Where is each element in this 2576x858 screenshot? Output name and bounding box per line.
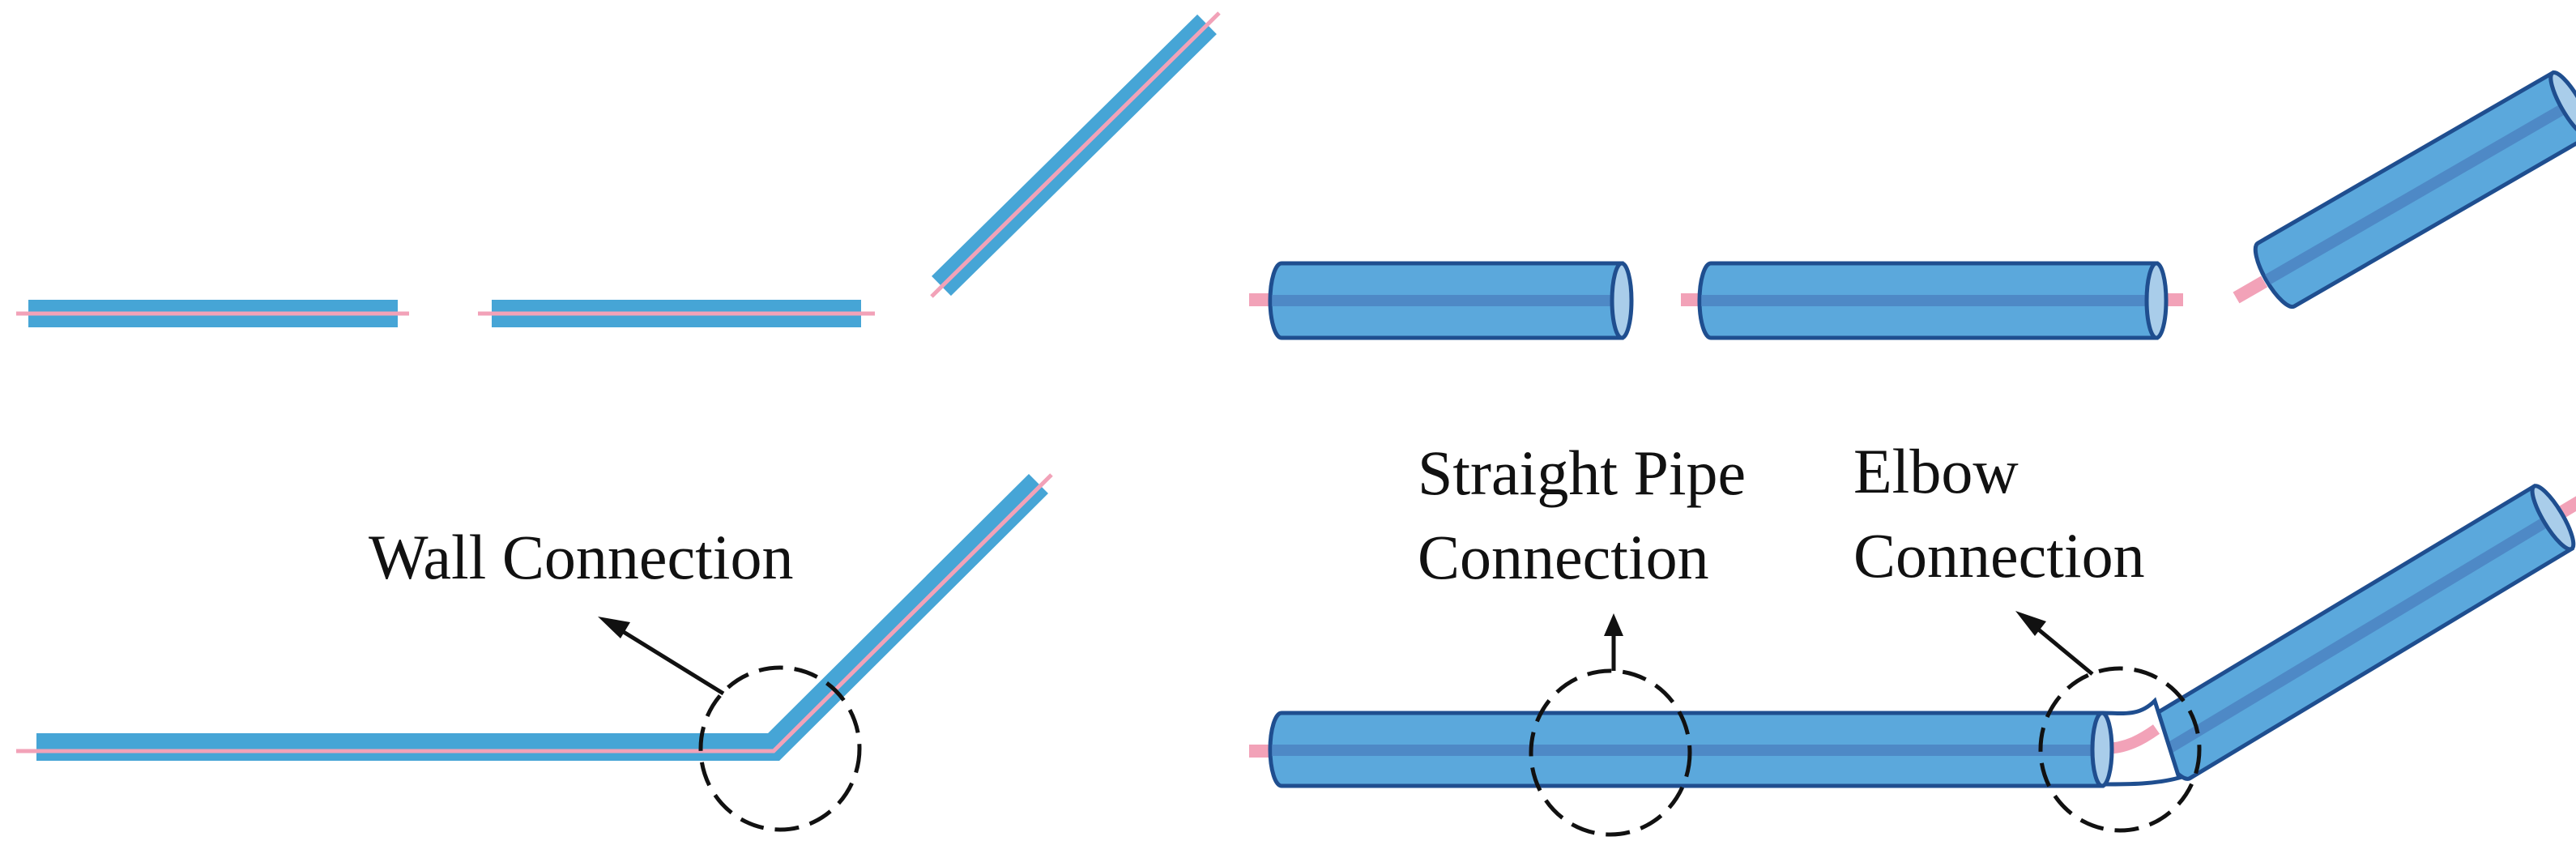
straight-pipe-connection-label: Straight Pipe Connection (1418, 431, 1746, 600)
wall-segment-3 (930, 11, 1221, 298)
pipe-segment-2 (1681, 261, 2183, 340)
wall-connected (16, 473, 1053, 761)
arrow-icon (2015, 611, 2046, 636)
straight-pipe-connection-label-line1: Straight Pipe (1418, 438, 1746, 508)
elbow-connection-label: Elbow Connection (1853, 429, 2145, 598)
wall-segments-separate (16, 11, 1221, 327)
elbow-pipe-angled (2147, 483, 2576, 781)
elbow-connection-label-line2: Connection (1853, 520, 2145, 591)
dashed-circle-icon (2038, 666, 2202, 833)
arrow-icon (598, 617, 630, 638)
pipe-segment-3 (2233, 70, 2576, 309)
dashed-circle-icon (1529, 668, 1692, 837)
pipe-segments-separate (1249, 70, 2576, 340)
pipe-connected (1249, 483, 2576, 788)
elbow-connection-label-line1: Elbow (1853, 436, 2019, 506)
wall-segment-2 (478, 300, 875, 327)
dashed-circle-icon (698, 665, 862, 832)
elbow-connection-marker (2015, 611, 2202, 833)
wall-segment-1 (16, 300, 409, 327)
pipe-segment-1 (1249, 261, 1634, 340)
wall-connection-marker (598, 617, 862, 832)
arrow-icon (1604, 613, 1623, 636)
straight-pipe-connection-label-line2: Connection (1418, 522, 1709, 592)
wall-connection-label: Wall Connection (369, 522, 794, 592)
straight-pipe-long (1249, 711, 2114, 788)
straight-pipe-connection-marker (1529, 613, 1692, 837)
